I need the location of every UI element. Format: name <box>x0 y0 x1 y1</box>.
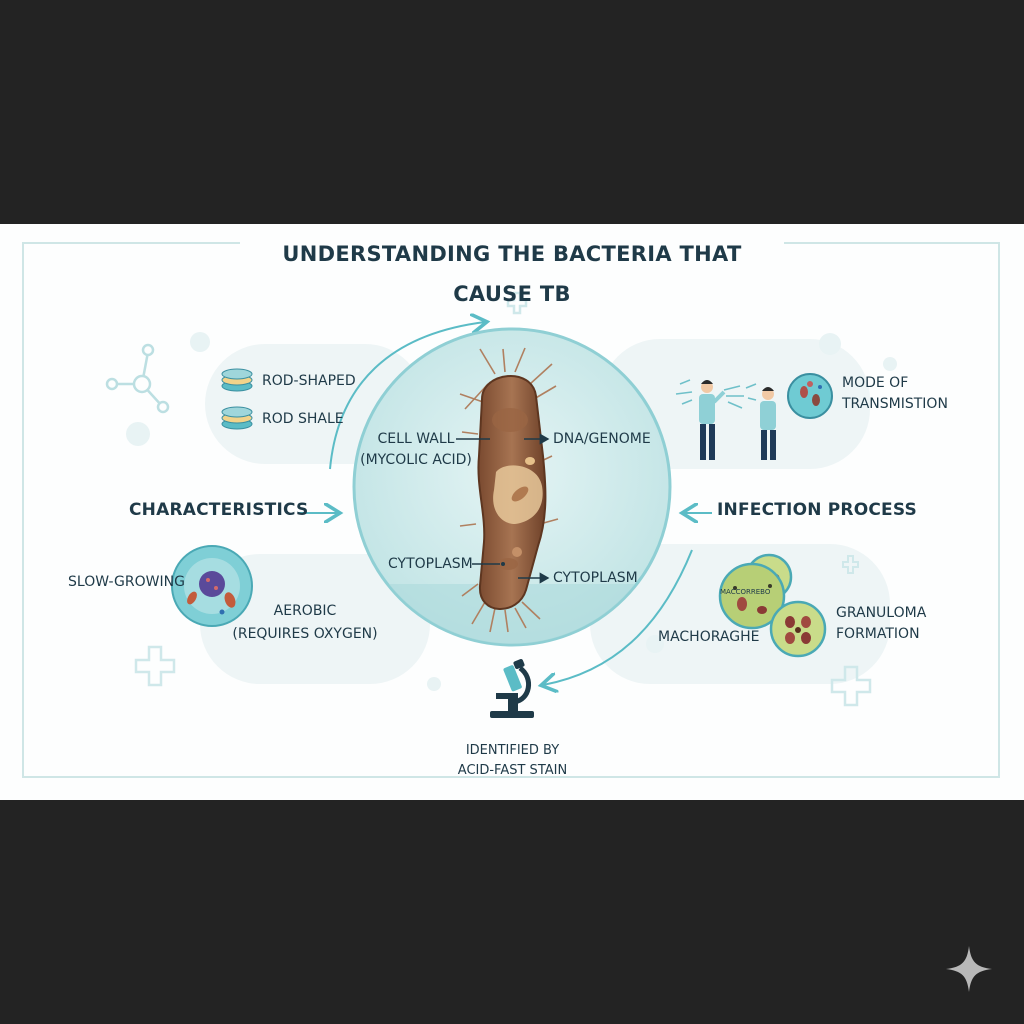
bacterium-illustration <box>459 347 559 633</box>
microscope-icon <box>490 659 534 718</box>
aerobic-line-2: (REQUIRES OXYGEN) <box>232 626 378 642</box>
infographic-panel: UNDERSTANDING THE BACTERIA THAT CAUSE TB… <box>0 224 1024 800</box>
cell-icon <box>787 373 833 419</box>
aerobic-label: AEROBIC (REQUIRES OXYGEN) <box>230 603 380 643</box>
medical-cross-icon <box>830 665 872 707</box>
medical-cross-icon <box>506 291 528 315</box>
infection-process-heading: INFECTION PROCESS <box>717 500 917 520</box>
granuloma-line-2: FORMATION <box>836 626 920 642</box>
macrophage-label: MACHORAGHE <box>658 629 760 645</box>
people-icon <box>675 379 776 460</box>
aerobic-line-1: AEROBIC <box>273 603 337 619</box>
cell-wall-line-2: (MYCOLIC ACID) <box>360 452 472 468</box>
identified-line-2: ACID-FAST STAIN <box>457 763 568 778</box>
cell-wall-label: CELL WALL (MYCOLIC ACID) <box>360 431 472 469</box>
medical-cross-icon <box>842 555 859 574</box>
page-title: UNDERSTANDING THE BACTERIA THAT CAUSE TB <box>240 234 784 306</box>
rod-shaped-label: ROD-SHAPED <box>262 373 356 389</box>
characteristics-heading: CHARACTERISTICS <box>129 500 309 520</box>
medical-cross-icon <box>134 645 176 687</box>
diagram-graphics <box>105 291 897 718</box>
cell-wall-line-1: CELL WALL <box>377 431 455 447</box>
letterbox-bottom <box>0 800 1024 1024</box>
granuloma-line-1: GRANULOMA <box>836 605 927 621</box>
slow-growing-label: SLOW-GROWING <box>68 574 185 590</box>
molecule-icon <box>105 343 170 414</box>
petri-dish-icon <box>221 406 253 430</box>
petri-dish-icon <box>221 368 253 392</box>
cytoplasm-right-label: CYTOPLASM <box>553 570 638 586</box>
acid-fast-label: IDENTIFIED BY ACID-FAST STAIN <box>440 742 585 779</box>
sparkle-icon <box>946 946 992 992</box>
transmission-label: MODE OF TRANSMISTION <box>842 375 948 413</box>
cytoplasm-left-label: CYTOPLASM <box>388 556 473 572</box>
transmission-line-1: MODE OF <box>842 375 909 391</box>
cell-icon <box>718 553 827 658</box>
rod-shale-label: ROD SHALE <box>262 411 344 427</box>
dna-genome-label: DNA/GENOME <box>553 431 651 447</box>
granuloma-label: GRANULOMA FORMATION <box>836 605 926 643</box>
macrophage-inner-label: MACCORREBO <box>720 588 771 596</box>
cell-icon <box>171 545 253 627</box>
transmission-line-2: TRANSMISTION <box>842 396 948 412</box>
letterbox-top <box>0 0 1024 224</box>
identified-line-1: IDENTIFIED BY <box>465 743 560 758</box>
